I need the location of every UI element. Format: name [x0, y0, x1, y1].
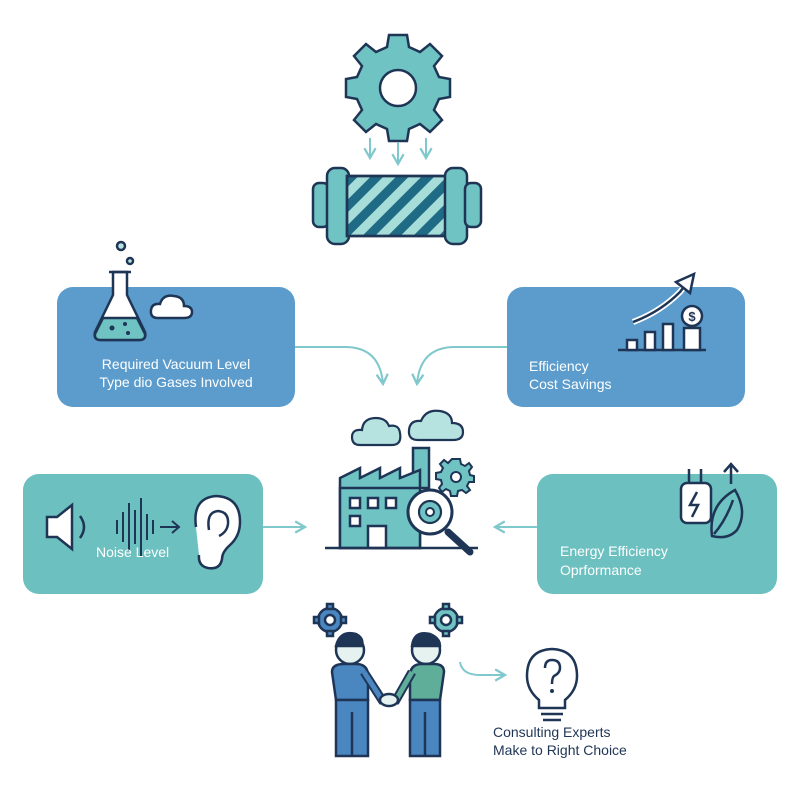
sound-wave-icon: [116, 498, 181, 556]
vacuum-card: Required Vacuum Level Type dio Gases Inv…: [57, 240, 295, 407]
energy-card-line2: Oprformance: [560, 562, 642, 578]
noise-card-line1: Noise Level: [96, 544, 169, 560]
growth-chart-icon: [618, 271, 706, 352]
connector-arrows: [263, 346, 537, 682]
speaker-icon: [45, 502, 86, 552]
handshake-icon: [312, 602, 464, 758]
flask-icon: [93, 240, 147, 342]
efficiency-card-line2: Cost Savings: [529, 376, 611, 392]
dollar-icon: $: [680, 304, 704, 352]
gear-left-icon: [312, 602, 348, 638]
consulting-line2: Make to Right Choice: [493, 742, 627, 758]
vacuum-card-line1: Required Vacuum Level: [102, 356, 250, 372]
gear-right-icon: [428, 602, 464, 638]
small-gear-icon: [435, 458, 475, 497]
cloud-icon: [149, 294, 194, 320]
plug-leaf-icon: [679, 462, 744, 539]
ear-icon: [194, 494, 242, 570]
vacuum-pump-icon: [311, 166, 483, 246]
factory-smoke-icon: [350, 409, 465, 447]
energy-card: Energy Efficiency Oprformance: [537, 462, 777, 594]
lightbulb-question-icon: [525, 647, 579, 722]
efficiency-card-line1: Efficiency: [529, 358, 589, 374]
vacuum-card-line2: Type dio Gases Involved: [99, 374, 252, 390]
factory-icon: [325, 446, 478, 550]
down-arrows: [363, 138, 433, 167]
noise-card: Noise Level: [23, 474, 263, 594]
gear-icon: [344, 33, 452, 143]
consulting-line1: Consulting Experts: [493, 724, 611, 740]
svg-text:$: $: [688, 309, 696, 324]
efficiency-card: $ Efficiency Cost Savings: [507, 271, 745, 407]
energy-card-line1: Energy Efficiency: [560, 543, 668, 559]
magnifier-gear-icon: [406, 488, 474, 556]
